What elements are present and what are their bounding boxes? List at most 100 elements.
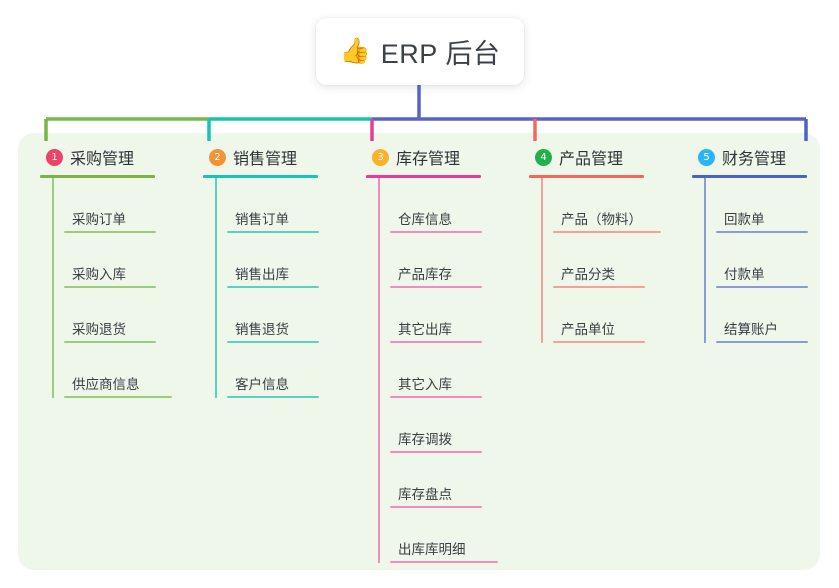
branch-header-5[interactable]: 5 财务管理: [692, 145, 839, 169]
leaf-rule: [553, 341, 645, 343]
content-panel: [18, 133, 820, 570]
leaf-spine-2: [215, 178, 217, 398]
leaf-label: 销售退货: [235, 322, 289, 337]
leaf-rule: [227, 231, 319, 233]
leaf-rule: [64, 231, 156, 233]
leaf-item[interactable]: 采购退货: [52, 288, 203, 343]
leaf-item[interactable]: 仓库信息: [378, 178, 529, 233]
leaf-rule: [227, 396, 319, 398]
branch-rule-3: [366, 175, 481, 178]
leaf-label: 结算账户: [724, 322, 778, 337]
leaf-label: 产品（物料）: [561, 212, 642, 227]
leaf-spine-4: [541, 178, 543, 343]
branch-header-4[interactable]: 4 产品管理: [529, 145, 692, 169]
leaf-rule: [390, 286, 482, 288]
leaf-rule: [390, 561, 498, 563]
leaf-label: 付款单: [724, 267, 765, 282]
branch-rule-5: [692, 175, 807, 178]
branch-rule-2: [203, 175, 318, 178]
leaf-item[interactable]: 采购订单: [52, 178, 203, 233]
leaf-label: 产品库存: [398, 267, 452, 282]
branch-column-3: 3 库存管理仓库信息产品库存其它出库其它入库库存调拨库存盘点出库库明细: [366, 145, 529, 563]
leaf-item[interactable]: 采购入库: [52, 233, 203, 288]
branch-header-3[interactable]: 3 库存管理: [366, 145, 529, 169]
leaf-item[interactable]: 产品（物料）: [541, 178, 692, 233]
leaf-label: 库存调拨: [398, 432, 452, 447]
branch-title-3: 库存管理: [396, 151, 461, 168]
branch-title-4: 产品管理: [559, 151, 624, 168]
leaf-item[interactable]: 库存调拨: [378, 398, 529, 453]
branch-column-5: 5 财务管理回款单付款单结算账户: [692, 145, 839, 343]
leaf-item[interactable]: 其它入库: [378, 343, 529, 398]
leaf-item[interactable]: 销售退货: [215, 288, 366, 343]
leaf-item[interactable]: 客户信息: [215, 343, 366, 398]
leaf-list-5: 回款单付款单结算账户: [692, 178, 839, 343]
leaf-item[interactable]: 其它出库: [378, 288, 529, 343]
leaf-spine-3: [378, 178, 380, 563]
leaf-rule: [64, 396, 172, 398]
leaf-item[interactable]: 回款单: [704, 178, 839, 233]
branch-header-1[interactable]: 1 采购管理: [40, 145, 203, 169]
leaf-item[interactable]: 出库库明细: [378, 508, 529, 563]
leaf-label: 库存盘点: [398, 487, 452, 502]
branch-rule-1: [40, 175, 155, 178]
branch-badge-3: 3: [372, 148, 389, 166]
leaf-list-3: 仓库信息产品库存其它出库其它入库库存调拨库存盘点出库库明细: [366, 178, 529, 563]
branch-column-1: 1 采购管理采购订单采购入库采购退货供应商信息: [40, 145, 203, 398]
leaf-rule: [227, 286, 319, 288]
leaf-label: 销售出库: [235, 267, 289, 282]
leaf-label: 出库库明细: [398, 542, 466, 557]
leaf-label: 其它入库: [398, 377, 452, 392]
branch-title-5: 财务管理: [722, 151, 787, 168]
thumbs-up-icon: 👍: [339, 37, 371, 65]
leaf-rule: [390, 451, 482, 453]
leaf-item[interactable]: 付款单: [704, 233, 839, 288]
leaf-rule: [716, 341, 808, 343]
leaf-rule: [227, 341, 319, 343]
branch-title-1: 采购管理: [70, 151, 135, 168]
leaf-label: 采购退货: [72, 322, 126, 337]
leaf-list-1: 采购订单采购入库采购退货供应商信息: [40, 178, 203, 398]
leaf-label: 仓库信息: [398, 212, 452, 227]
leaf-rule: [716, 231, 808, 233]
leaf-rule: [716, 286, 808, 288]
leaf-item[interactable]: 销售出库: [215, 233, 366, 288]
branch-badge-2: 2: [209, 148, 226, 166]
leaf-item[interactable]: 销售订单: [215, 178, 366, 233]
leaf-label: 销售订单: [235, 212, 289, 227]
leaf-rule: [64, 341, 156, 343]
leaf-rule: [390, 231, 482, 233]
leaf-label: 回款单: [724, 212, 765, 227]
leaf-rule: [553, 231, 661, 233]
leaf-list-2: 销售订单销售出库销售退货客户信息: [203, 178, 366, 398]
leaf-item[interactable]: 产品单位: [541, 288, 692, 343]
branch-badge-1: 1: [46, 148, 63, 166]
branch-badge-5: 5: [698, 148, 715, 166]
leaf-spine-1: [52, 178, 54, 398]
branch-badge-4: 4: [535, 148, 552, 166]
leaf-label: 其它出库: [398, 322, 452, 337]
leaf-item[interactable]: 供应商信息: [52, 343, 203, 398]
branch-rule-4: [529, 175, 644, 178]
leaf-rule: [390, 396, 482, 398]
branch-header-2[interactable]: 2 销售管理: [203, 145, 366, 169]
root-title: ERP 后台: [380, 39, 501, 69]
leaf-label: 产品分类: [561, 267, 615, 282]
leaf-label: 采购订单: [72, 212, 126, 227]
leaf-item[interactable]: 库存盘点: [378, 453, 529, 508]
leaf-label: 客户信息: [235, 377, 289, 392]
leaf-item[interactable]: 结算账户: [704, 288, 839, 343]
leaf-item[interactable]: 产品分类: [541, 233, 692, 288]
leaf-label: 产品单位: [561, 322, 615, 337]
leaf-item[interactable]: 产品库存: [378, 233, 529, 288]
root-node[interactable]: 👍 ERP 后台: [316, 18, 524, 85]
branch-title-2: 销售管理: [233, 151, 298, 168]
leaf-rule: [553, 286, 645, 288]
leaf-rule: [390, 341, 482, 343]
leaf-spine-5: [704, 178, 706, 343]
leaf-list-4: 产品（物料） 产品分类产品单位: [529, 178, 692, 343]
leaf-rule: [64, 286, 156, 288]
leaf-rule: [390, 506, 482, 508]
